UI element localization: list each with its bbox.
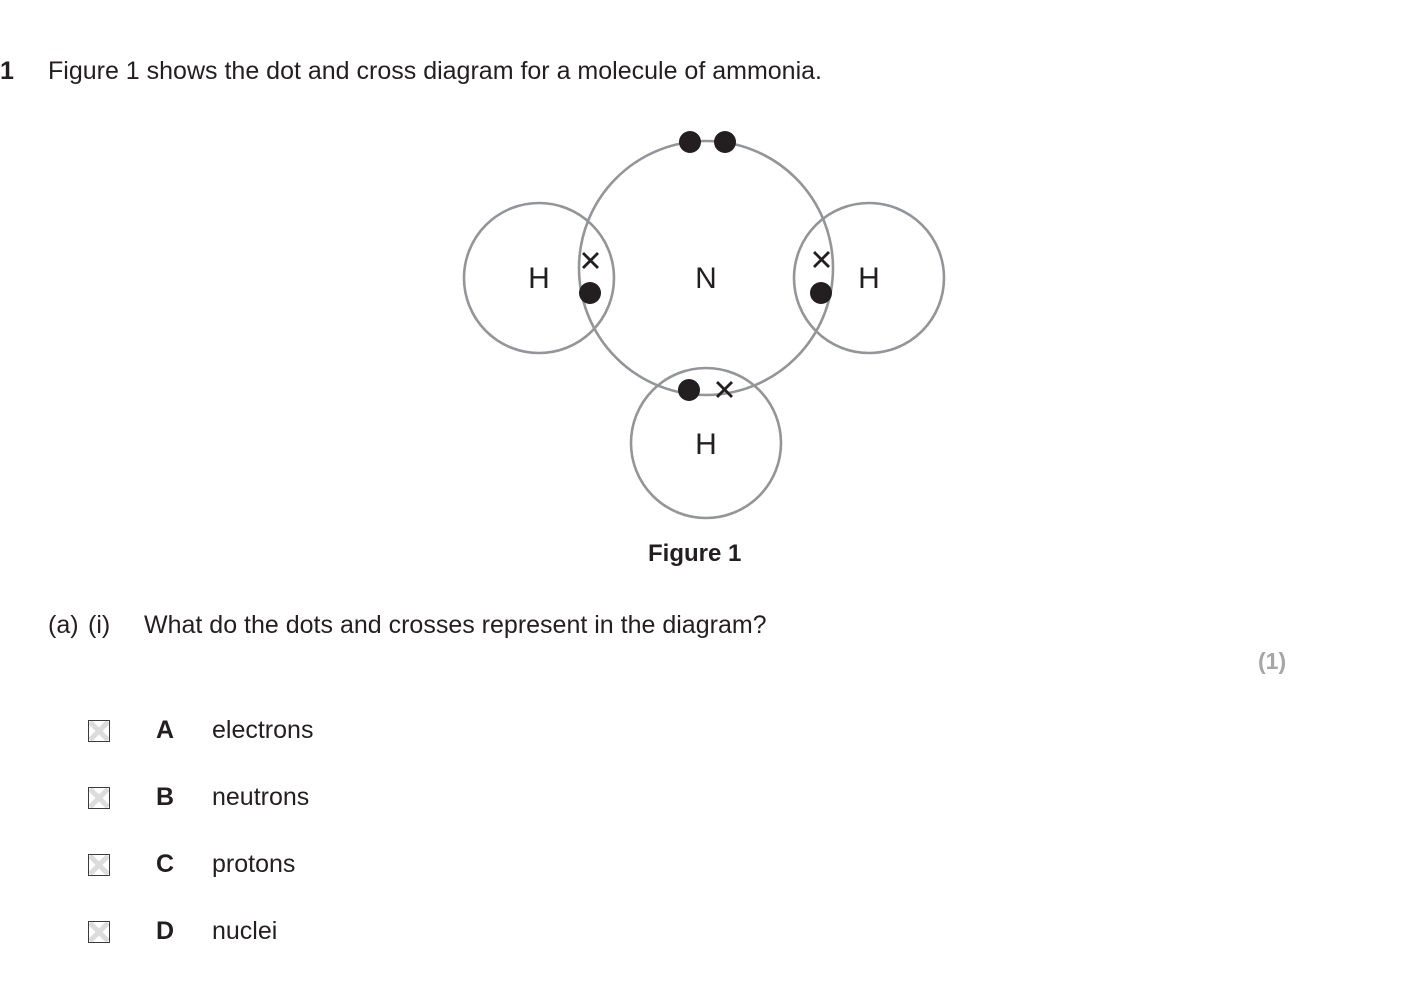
cross-mark-icon [89,921,109,942]
option-text-b: neutrons [212,783,310,811]
bond-bottom-cross-icon [716,381,733,398]
checkbox-option-c[interactable] [88,853,110,876]
bond-bottom-dot [678,379,700,401]
figure-1-diagram: N H H H [0,110,1414,530]
question-number: 1 [0,57,14,85]
hydrogen-bottom-shell-circle [629,366,783,520]
bond-right-dot [810,282,832,304]
marks-indicator: (1) [1258,648,1287,674]
checkbox-option-d[interactable] [88,920,110,943]
atom-label-hydrogen-bottom: H [695,428,717,461]
nitrogen-shell-circle [577,139,835,397]
lone-pair-dot-right [714,131,736,153]
hydrogen-left-shell-circle [462,201,616,355]
cross-mark-icon [89,720,109,741]
question-stem-text: Figure 1 shows the dot and cross diagram… [48,57,822,85]
hydrogen-right-shell-circle [792,201,946,355]
part-roman-numeral: (i) [88,611,111,639]
part-question-text: What do the dots and crosses represent i… [144,611,767,639]
part-a-i: (a) (i) What do the dots and crosses rep… [48,608,767,642]
option-letter-d: D [156,917,175,945]
option-text-d: nuclei [212,917,278,945]
cross-mark-icon [89,787,109,808]
option-row-a[interactable]: A electrons [88,697,313,764]
option-row-c[interactable]: C protons [88,831,313,898]
question-stem: 1 Figure 1 shows the dot and cross diagr… [0,54,822,88]
bond-left-dot [579,282,601,304]
option-letter-b: B [156,783,175,811]
figure-caption-text: Figure 1 [648,540,742,567]
lone-pair-dot-left [679,131,701,153]
atom-label-hydrogen-left: H [528,262,550,295]
checkbox-option-a[interactable] [88,719,110,742]
checkbox-option-b[interactable] [88,786,110,809]
option-text-a: electrons [212,716,314,744]
atom-label-hydrogen-right: H [858,262,880,295]
option-row-d[interactable]: D nuclei [88,898,313,965]
bond-right-cross-icon [813,251,830,268]
atom-label-nitrogen: N [695,262,717,295]
option-row-b[interactable]: B neutrons [88,764,313,831]
part-label: (a) [48,611,79,639]
option-text-c: protons [212,850,296,878]
ammonia-dot-cross-svg: N H H H [462,131,946,520]
cross-mark-icon [89,854,109,875]
bond-left-cross-icon [582,252,599,269]
option-letter-c: C [156,850,175,878]
option-letter-a: A [156,716,175,744]
answer-options-list: A electrons B neutrons C protons [88,697,313,965]
